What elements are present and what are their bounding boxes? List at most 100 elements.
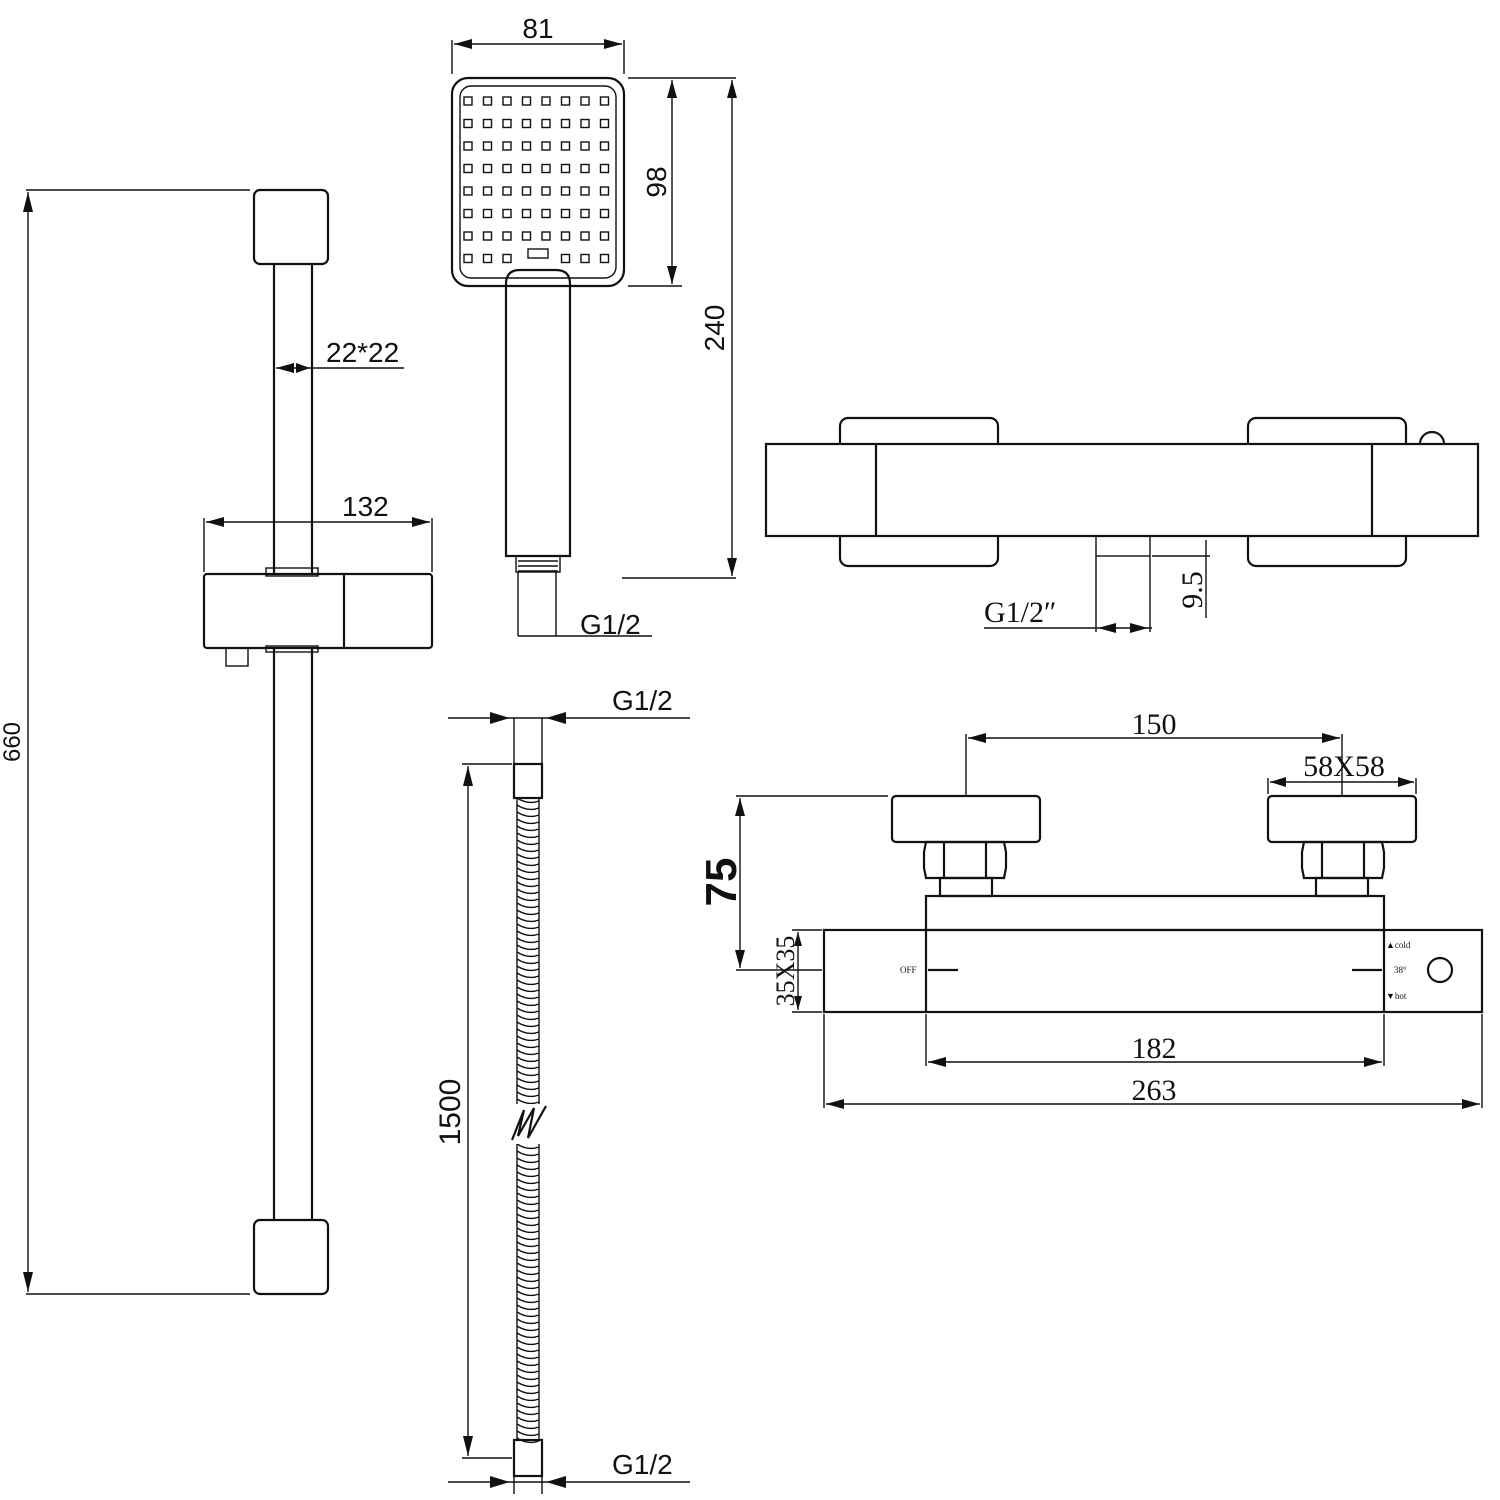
nozzle [502,141,512,151]
nozzle [580,163,590,174]
nozzle [482,253,493,264]
nozzle [482,186,493,196]
nozzle [580,208,590,219]
hand-shower: G1/2 81 98 240 [450,13,737,640]
nozzle [502,253,512,264]
nozzle [482,208,493,219]
nozzle [502,96,512,106]
shower-hose: G1/2 G1/2 1500 [434,685,690,1494]
inner-width-label: 182 [1132,1032,1177,1065]
nozzle [541,186,551,196]
nozzle [580,231,590,241]
nozzle [599,118,610,129]
nozzle [560,163,571,174]
left-hex-nut [922,840,1008,898]
front-left-handle [890,794,1042,844]
hose-bottom-nut [512,1438,544,1478]
nozzle [482,118,493,129]
valve-height-label: 75 [697,858,746,907]
nozzle [541,118,551,129]
nozzle [560,253,571,264]
head-height-label: 98 [641,166,672,197]
nozzle [502,186,512,196]
hose-coil [516,1143,540,1444]
nozzle [580,118,590,129]
nozzle [463,208,473,219]
nozzle [521,141,532,151]
cold-label: ▲cold [1386,940,1411,950]
hose-coils [516,797,540,1444]
nozzle [599,253,610,264]
nozzle [580,186,590,196]
rail-top-bracket [252,188,330,266]
hose-top-nut [512,762,544,800]
holder-width-label: 132 [342,491,389,522]
nozzle [541,96,551,106]
nozzle [463,141,473,151]
tube-size-label: 22*22 [326,337,399,368]
handle-size-label: 58X58 [1303,750,1385,783]
valve-outlet [1095,535,1151,557]
nozzle [599,208,610,219]
nozzle [463,96,473,106]
shower-holder [202,567,434,667]
valve-body-top [764,442,1480,538]
nozzle [560,141,571,151]
nozzle [560,208,571,219]
nozzle [463,163,473,174]
nozzle [521,208,532,219]
nozzle [482,231,493,241]
hose-length-label: 1500 [434,1079,467,1146]
shower-head [450,76,626,288]
nozzle [482,141,493,151]
hose-top-thread-label: G1/2 [612,685,673,716]
break-mark [510,1104,547,1144]
front-right-handle [1266,794,1418,844]
shower-thread-label: G1/2 [580,609,641,640]
valve-body-front [822,928,1484,1014]
nozzle [521,163,532,174]
centers-label: 150 [1132,708,1177,741]
temperature-knob [1426,956,1454,984]
nozzle [482,96,493,106]
total-height-label: 240 [699,305,730,352]
temp-label: 38° [1394,965,1407,975]
nozzle [599,141,610,151]
hot-label: ▼hot [1386,991,1407,1001]
nozzle [580,96,590,106]
nozzle [482,163,493,174]
valve-thread-label: G1/2″ [984,596,1057,629]
hose-bottom-thread-label: G1/2 [612,1449,673,1480]
outlet-size-label: 9.5 [1176,571,1209,609]
nozzle [502,118,512,129]
nozzle [541,208,551,219]
valve-top-view: G1/2″ 9.5 [764,416,1480,633]
nozzle [541,163,551,174]
rail-height-label: 660 [0,722,26,762]
nozzle [599,96,610,106]
shower-handle [504,268,572,558]
nozzle [521,96,532,106]
total-width-label: 263 [1132,1074,1177,1107]
body-size-label: 35X35 [771,936,800,1007]
nozzle [463,231,473,241]
nozzle [521,186,532,196]
nozzle [599,186,610,196]
nozzle [463,253,473,264]
nozzle [599,231,610,241]
nozzle [502,163,512,174]
nozzle [463,186,473,196]
slide-rail: 660 22*22 132 [0,188,434,1296]
nozzle [599,163,610,174]
nozzle [560,186,571,196]
shower-width-label: 81 [522,13,553,44]
nozzle [580,253,590,264]
nozzle [560,96,571,106]
right-hex-nut [1300,840,1386,898]
off-label: OFF [900,965,917,975]
nozzle-grid [463,96,610,264]
nozzle [580,141,590,151]
valve-front-view: OFF ▲cold 38° ▼hot 150 58X58 75 35X35 [697,708,1484,1109]
nozzle [502,208,512,219]
